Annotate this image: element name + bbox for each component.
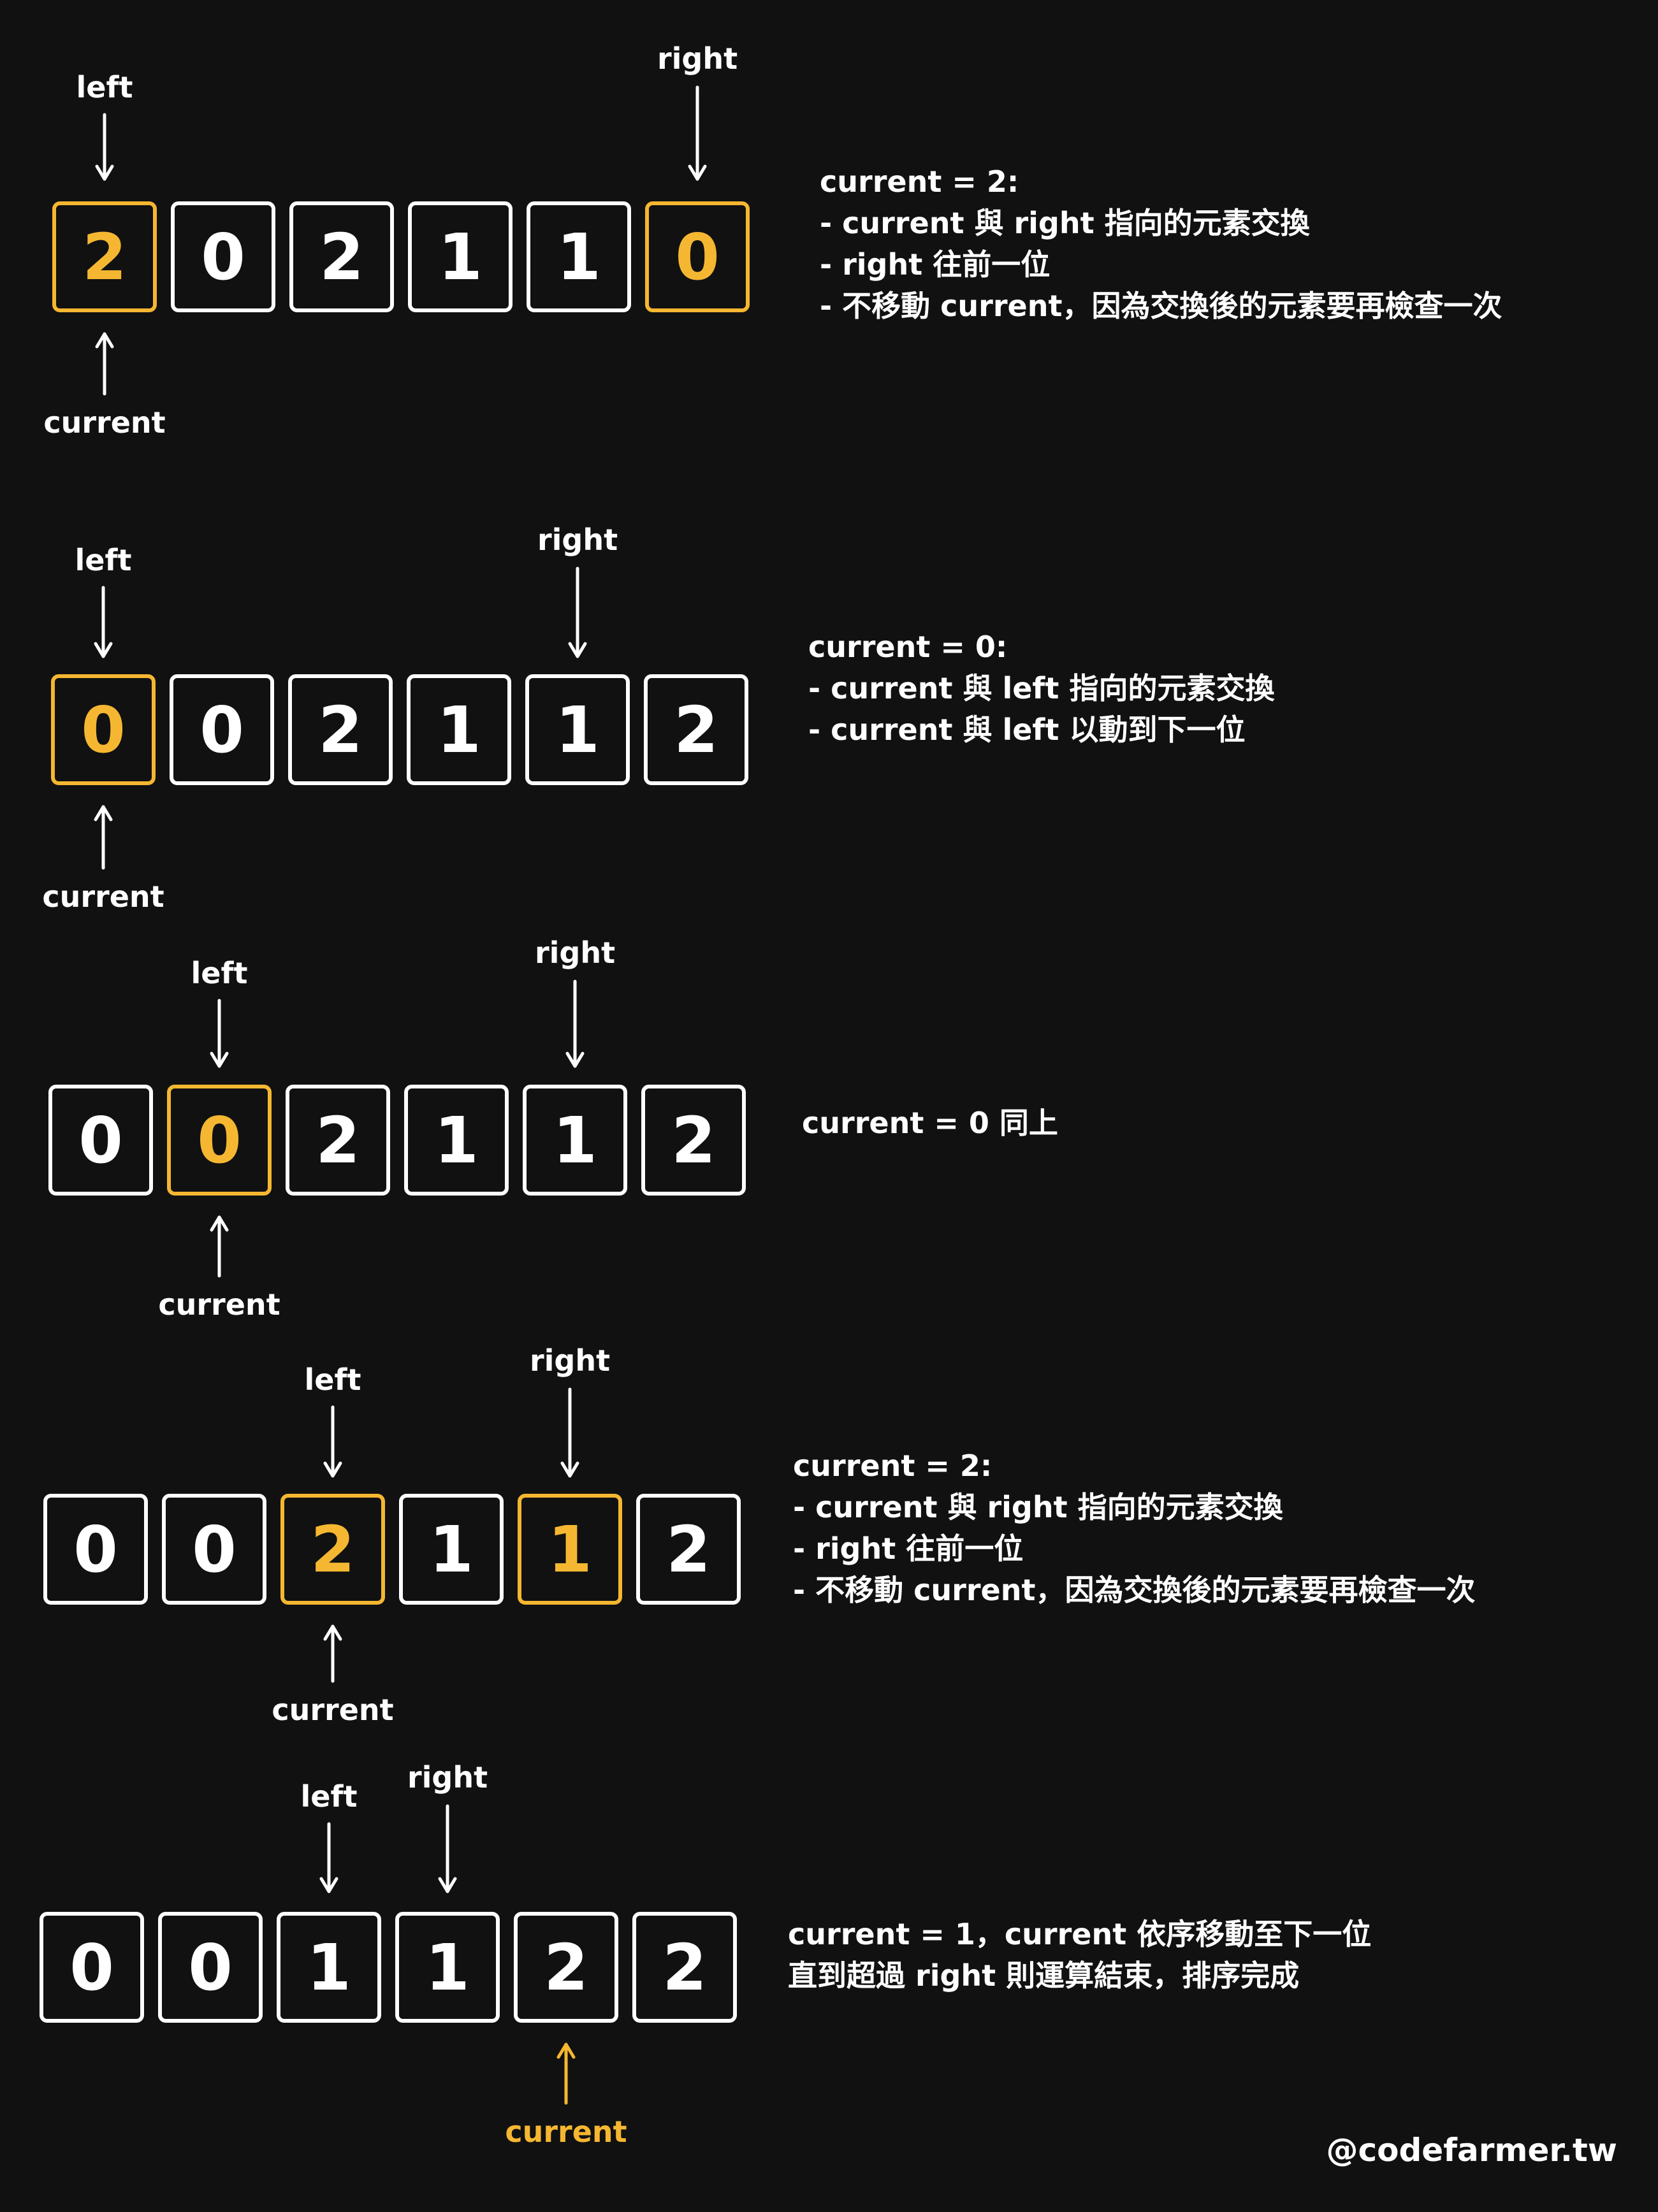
array-cell: 0: [170, 674, 274, 785]
array-cell: 2: [286, 1085, 390, 1196]
array-cell: 2: [644, 674, 748, 785]
array-cell: 1: [408, 201, 513, 312]
array-cell: 1: [523, 1085, 627, 1196]
current-arrow-icon: [323, 1624, 342, 1683]
left-pointer-label: left: [191, 956, 248, 990]
description-line: - current 與 right 指向的元素交換: [793, 1490, 1283, 1524]
description-line: - current 與 left 指向的元素交換: [808, 671, 1275, 705]
array-cell: 1: [407, 674, 511, 785]
description-line: - 不移動 current，因為交換後的元素要再檢查一次: [793, 1573, 1476, 1607]
right-pointer-label: right: [529, 1343, 611, 1378]
array-cell: 1: [277, 1912, 381, 2023]
array-cell: 1: [399, 1494, 504, 1605]
array-cell: 2: [641, 1085, 746, 1196]
description-line: current = 2:: [820, 164, 1019, 199]
step-description: current = 2: - current 與 right 指向的元素交換 - r…: [820, 161, 1502, 327]
array-cell: 1: [527, 201, 631, 312]
current-pointer-label: current: [43, 405, 166, 440]
description-line: current = 0:: [808, 630, 1008, 664]
description-line: - right 往前一位: [820, 247, 1051, 282]
step-description: current = 0: - current 與 left 指向的元素交換 - cu…: [808, 626, 1274, 751]
current-arrow-icon: [210, 1215, 229, 1278]
array-cell: 1: [518, 1494, 622, 1605]
array-cell: 0: [162, 1494, 266, 1605]
description-line: current = 0 同上: [802, 1106, 1058, 1140]
current-arrow-icon: [95, 332, 114, 396]
description-line: - current 與 left 以動到下一位: [808, 712, 1246, 747]
right-pointer-label: right: [537, 523, 618, 557]
array-cell: 1: [404, 1085, 509, 1196]
left-pointer-label: left: [76, 70, 133, 105]
current-pointer-label: current: [42, 879, 164, 914]
description-line: - right 往前一位: [793, 1531, 1024, 1566]
step-description: current = 0 同上: [802, 1102, 1058, 1144]
left-arrow-icon: [319, 1822, 338, 1893]
left-arrow-icon: [95, 113, 114, 181]
left-arrow-icon: [323, 1405, 342, 1478]
left-pointer-label: left: [304, 1363, 361, 1397]
array-cell: 2: [632, 1912, 737, 2023]
array-cell: 2: [288, 674, 393, 785]
array-cell: 1: [395, 1912, 500, 2023]
current-arrow-icon: [94, 805, 113, 870]
array-cell: 0: [51, 674, 156, 785]
left-pointer-label: left: [75, 543, 132, 577]
right-arrow-icon: [560, 1387, 579, 1478]
left-arrow-icon: [94, 586, 113, 658]
array-cell: 0: [645, 201, 750, 312]
right-pointer-label: right: [407, 1760, 488, 1795]
array-cell: 2: [514, 1912, 618, 2023]
left-pointer-label: left: [300, 1779, 358, 1814]
right-arrow-icon: [565, 979, 585, 1068]
description-line: - 不移動 current，因為交換後的元素要再檢查一次: [820, 289, 1502, 323]
array-cell: 0: [43, 1494, 148, 1605]
array-cell: 1: [525, 674, 630, 785]
right-arrow-icon: [438, 1804, 457, 1893]
array-cell: 2: [289, 201, 394, 312]
right-pointer-label: right: [534, 936, 616, 970]
right-pointer-label: right: [657, 41, 738, 76]
current-arrow-icon: [556, 2042, 576, 2105]
array-cell: 2: [280, 1494, 385, 1605]
watermark: @codefarmer.tw: [1326, 2132, 1617, 2169]
current-pointer-label: current: [505, 2114, 627, 2149]
array-cell: 2: [52, 201, 157, 312]
description-line: current = 2:: [793, 1449, 993, 1483]
array-cell: 0: [171, 201, 275, 312]
array-cell: 0: [167, 1085, 272, 1196]
array-cell: 0: [40, 1912, 144, 2023]
current-pointer-label: current: [272, 1693, 394, 1727]
current-pointer-label: current: [158, 1287, 280, 1322]
right-arrow-icon: [688, 85, 707, 181]
description-line: 直到超過 right 則運算結束，排序完成: [788, 1958, 1300, 1993]
left-arrow-icon: [210, 999, 229, 1068]
array-cell: 2: [636, 1494, 741, 1605]
right-arrow-icon: [568, 567, 587, 658]
step-description: current = 1，current 依序移動至下一位直到超過 right 則…: [788, 1914, 1371, 1997]
step-description: current = 2: - current 與 right 指向的元素交換 - r…: [793, 1445, 1475, 1611]
array-cell: 0: [48, 1085, 153, 1196]
array-cell: 0: [158, 1912, 263, 2023]
description-line: current = 1，current 依序移動至下一位: [788, 1917, 1372, 1951]
description-line: - current 與 right 指向的元素交換: [820, 206, 1310, 240]
